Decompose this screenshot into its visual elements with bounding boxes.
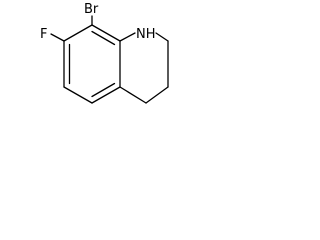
bond-c4a-c5 <box>91 86 121 104</box>
bond-c7-f <box>50 33 65 42</box>
bond-c4-c4a <box>119 86 147 104</box>
bond-c8a-n1 <box>119 32 136 42</box>
fluorine-label: F <box>40 27 48 42</box>
nitrogen-hydrogen-label: NH <box>136 27 156 42</box>
bond-c8-c8a-double <box>91 30 116 46</box>
bond-n1-c2 <box>155 32 169 42</box>
molecule-structure <box>50 15 169 104</box>
bond-c8-c8a <box>91 24 121 42</box>
bond-c5-c6 <box>63 86 93 104</box>
bond-c7-c8 <box>63 24 93 42</box>
bond-c4a-c5-double <box>91 82 116 98</box>
bromine-label: Br <box>84 2 99 17</box>
bond-c3-c4 <box>145 86 169 104</box>
